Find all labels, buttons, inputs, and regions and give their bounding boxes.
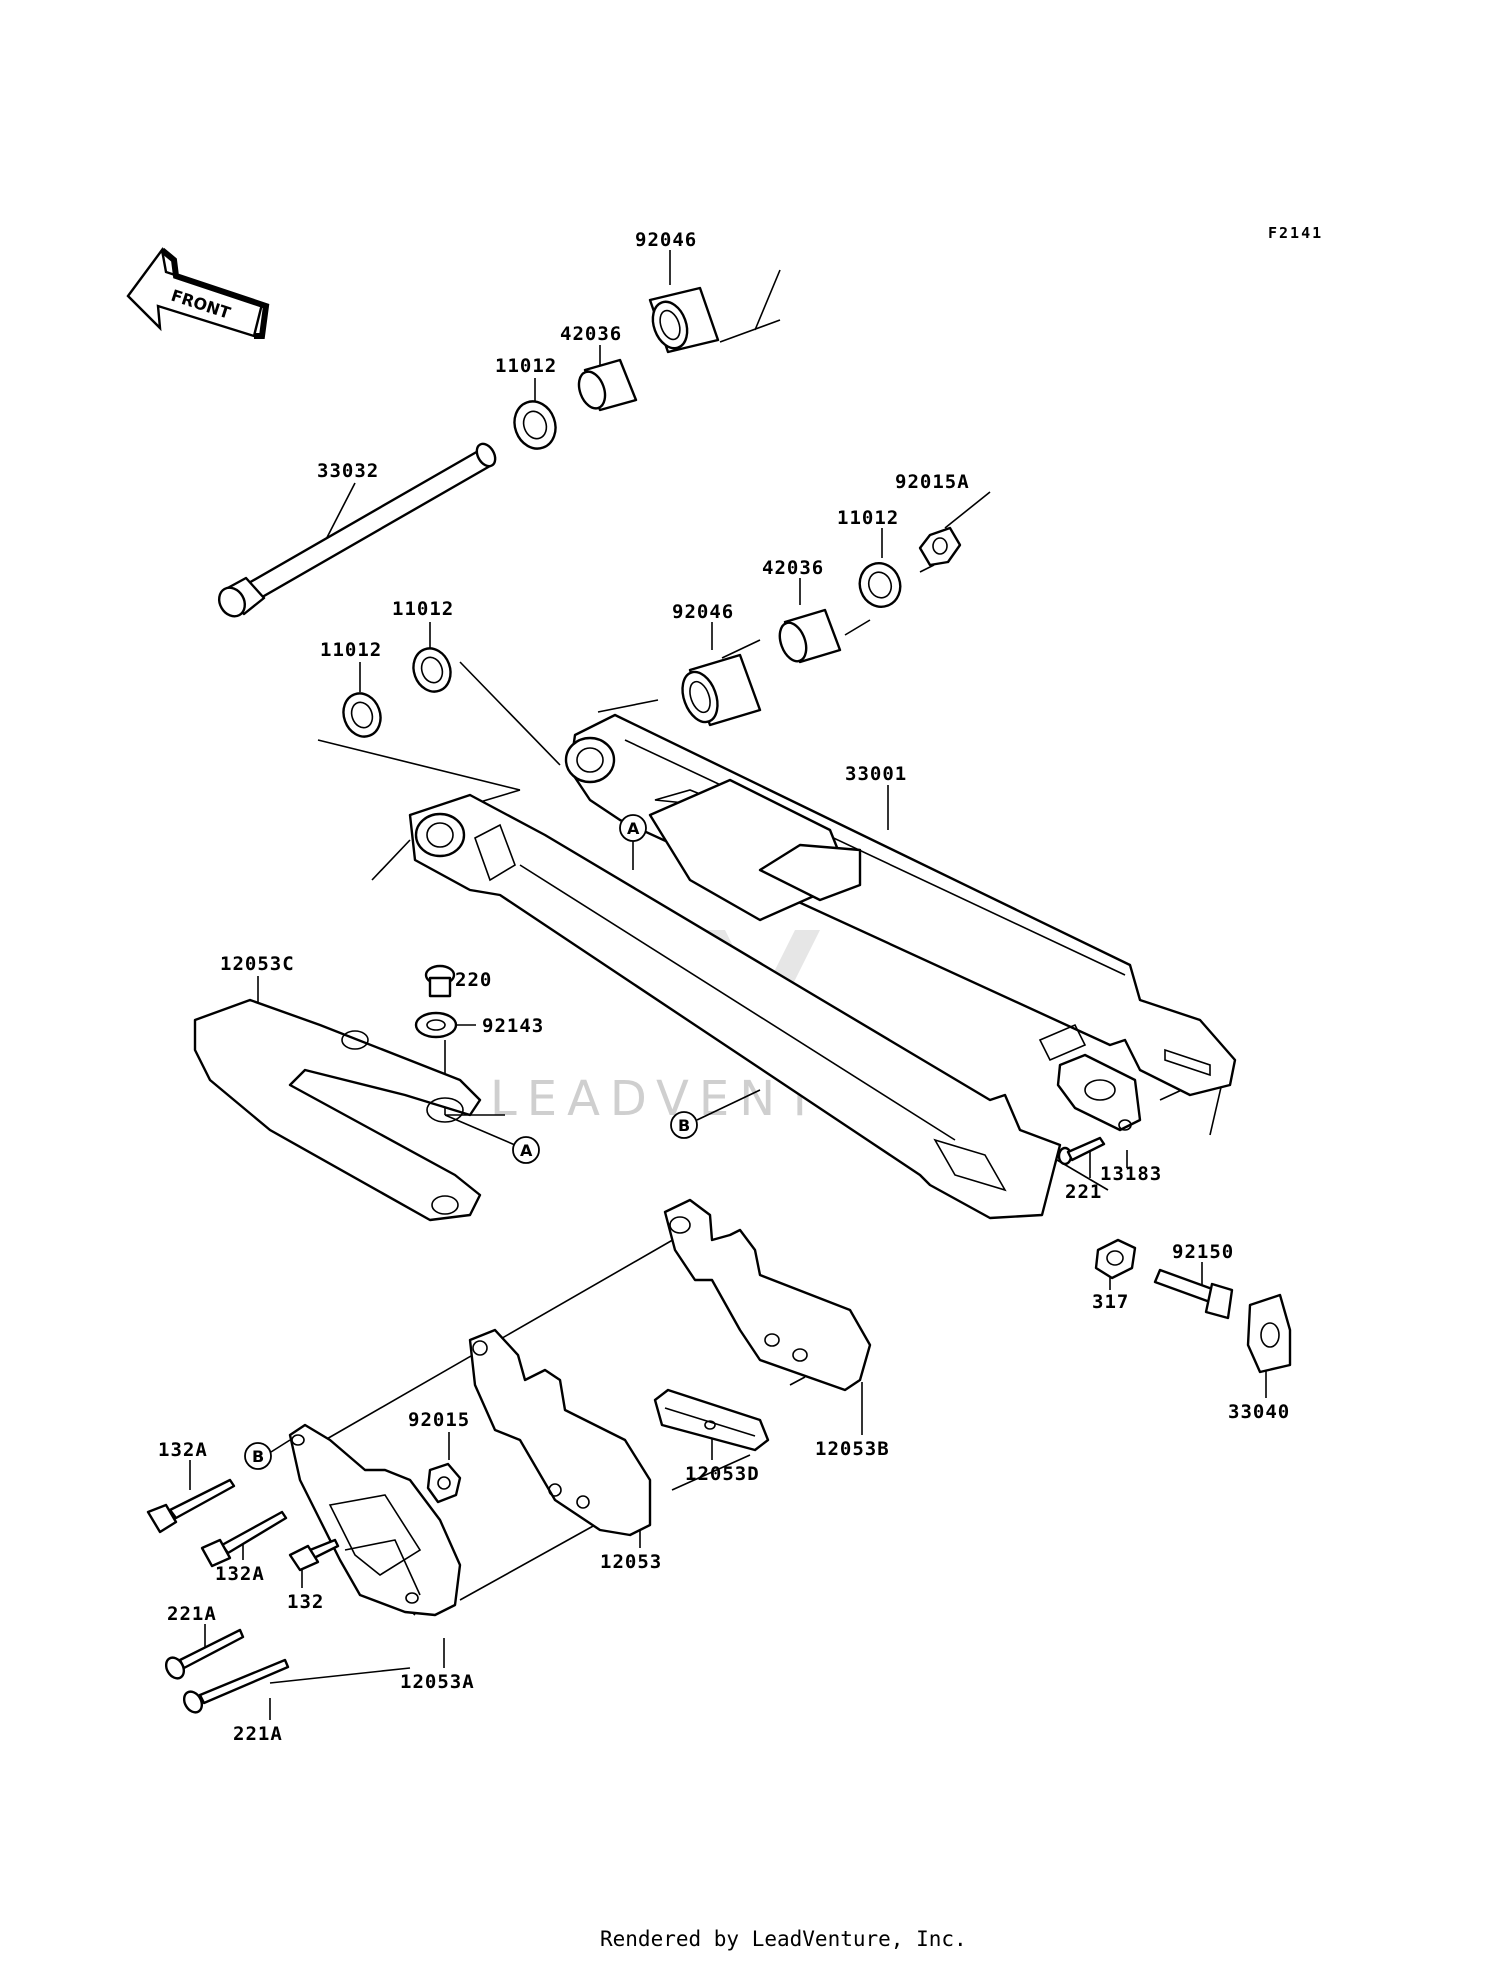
nut-icon (918, 526, 962, 567)
part-label-11012: 11012 (495, 355, 557, 377)
part-label-92015A: 92015A (895, 471, 970, 493)
part-label-132: 132 (287, 1591, 324, 1613)
bolt-icon (288, 1538, 340, 1572)
part-labels: 92046 42036 11012 33032 92015A 11012 420… (158, 229, 1290, 1745)
adjuster-block-icon (1246, 1293, 1292, 1374)
part-label-11012: 11012 (320, 639, 382, 661)
bolt-icon (200, 1510, 288, 1568)
bushing-icon (648, 286, 720, 354)
part-label-220: 220 (455, 969, 492, 991)
part-label-92150: 92150 (1172, 1241, 1234, 1263)
bolt-icon (146, 1478, 236, 1534)
seal-icon (342, 692, 382, 738)
part-label-317: 317 (1092, 1291, 1129, 1313)
screw-icon (164, 1628, 245, 1680)
part-label-33001: 33001 (845, 763, 907, 785)
swingarm-icon (408, 713, 1237, 1220)
chain-guide-icon (663, 1198, 872, 1392)
part-label-12053A: 12053A (400, 1671, 475, 1693)
guide-block-icon (653, 1388, 770, 1452)
screw-icon (182, 1658, 290, 1714)
part-label-33032: 33032 (317, 460, 379, 482)
part-label-221A: 221A (233, 1723, 283, 1745)
plate-icon (1056, 1053, 1142, 1132)
part-label-12053C: 12053C (220, 953, 295, 975)
part-label-33040: 33040 (1228, 1401, 1290, 1423)
part-label-221: 221 (1065, 1181, 1102, 1203)
guide-bracket-icon (288, 1423, 462, 1617)
seal-icon (412, 647, 452, 693)
part-label-42036: 42036 (762, 557, 824, 579)
part-label-221A: 221A (167, 1603, 217, 1625)
svg-text:A: A (627, 819, 640, 838)
part-label-12053B: 12053B (815, 1438, 890, 1460)
svg-text:B: B (252, 1447, 264, 1466)
pivot-shaft-icon (217, 442, 497, 618)
figure-code: F2141 (1268, 224, 1323, 242)
part-label-13183: 13183 (1100, 1163, 1162, 1185)
callout-B-2: B (244, 1442, 272, 1470)
part-label-132A: 132A (215, 1563, 265, 1585)
front-arrow-icon: FRONT (126, 247, 270, 339)
seal-icon (858, 562, 902, 608)
footer-credit: Rendered by LeadVenture, Inc. (600, 1927, 967, 1951)
part-label-92046: 92046 (672, 601, 734, 623)
bushing-icon (681, 653, 762, 727)
seal-icon (513, 400, 557, 450)
washer-icon (414, 1011, 458, 1039)
collar-icon (778, 608, 842, 664)
svg-text:B: B (678, 1116, 690, 1135)
part-label-92015: 92015 (408, 1409, 470, 1431)
nut-icon (426, 1462, 462, 1504)
part-label-92046: 92046 (635, 229, 697, 251)
callout-B-1: B (670, 1111, 698, 1139)
svg-text:A: A (520, 1141, 533, 1160)
part-drawings (146, 286, 1292, 1714)
nut-icon (1094, 1238, 1137, 1280)
part-label-92143: 92143 (482, 1015, 544, 1037)
leader-lines (189, 250, 1267, 1720)
part-label-11012: 11012 (392, 598, 454, 620)
part-label-12053D: 12053D (685, 1463, 760, 1485)
guide-plate-icon (468, 1328, 652, 1537)
callout-A-1: A (619, 814, 647, 842)
callout-A-2: A (512, 1136, 540, 1164)
chain-slider-icon (193, 998, 482, 1222)
part-label-11012: 11012 (837, 507, 899, 529)
adjuster-bolt-icon (1153, 1268, 1234, 1320)
bolt-icon (424, 964, 456, 998)
collar-icon (577, 358, 638, 412)
screw-icon (1057, 1136, 1106, 1166)
part-label-132A: 132A (158, 1439, 208, 1461)
part-label-12053: 12053 (600, 1551, 662, 1573)
part-label-42036: 42036 (560, 323, 622, 345)
